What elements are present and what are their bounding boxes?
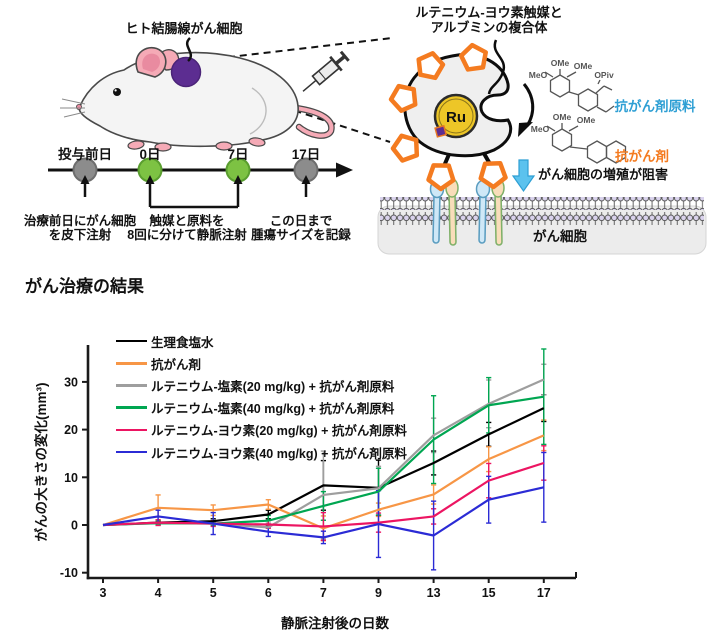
x-tick-label: 6 xyxy=(265,586,272,600)
legend-swatch xyxy=(116,361,147,365)
x-tick-label: 5 xyxy=(210,586,217,600)
inhibition-label: がん細胞の増殖が阻害 xyxy=(538,167,669,182)
ru-inner-ring xyxy=(438,98,474,134)
legend-label: ルテニウム-塩素(40 mg/kg) + 抗がん剤原料 xyxy=(151,402,395,417)
membrane-receptors xyxy=(429,178,505,246)
chem-label-opiv: OPiv xyxy=(594,70,614,80)
tumor-pointer-line xyxy=(185,37,193,62)
title-pointer-curve xyxy=(487,39,506,95)
legend-label: 生理食塩水 xyxy=(151,335,214,350)
series-line-1 xyxy=(102,434,545,530)
chem-label-ome: OMe xyxy=(577,115,596,125)
drug-label: 抗がん剤 xyxy=(615,149,669,164)
chem-label-meo: MeO xyxy=(531,124,550,134)
precursor-structure: MeO OMe OMe OPiv xyxy=(529,58,615,113)
timeline-label-pretreatment: 投与前日 xyxy=(58,147,112,162)
legend-label: ルテニウム-ヨウ素(40 mg/kg) + 抗がん剤原料 xyxy=(151,446,407,461)
legend-swatch xyxy=(116,384,147,387)
experiment-illustration: Ru Me xyxy=(48,37,707,255)
chem-label-ome: OMe xyxy=(553,112,572,122)
chart-legend: 生理食塩水抗がん剤ルテニウム-塩素(20 mg/kg) + 抗がん剤原料ルテニウ… xyxy=(116,330,407,463)
drug-fragment-square xyxy=(434,124,448,138)
timeline-label-day7: 7日 xyxy=(227,147,249,162)
legend-swatch xyxy=(116,428,147,432)
precursor-label: 抗がん剤原料 xyxy=(614,99,696,114)
lipid-bilayer-top xyxy=(380,197,704,210)
mouse-haunch-line xyxy=(249,87,267,135)
ru-symbol: Ru xyxy=(446,109,466,126)
y-tick-label: 10 xyxy=(64,471,78,485)
legend-swatch xyxy=(116,339,147,343)
y-tick-label: 30 xyxy=(64,375,78,389)
legend-swatch xyxy=(116,406,147,409)
tumor-growth-chart: -10 0 10 20 30 3 4 5 6 7 9 13 15 17 xyxy=(60,345,577,600)
mouse-nose xyxy=(76,104,83,111)
x-tick-label: 3 xyxy=(100,586,107,600)
mouse-eye xyxy=(113,88,121,96)
legend-label: ルテニウム-ヨウ素(20 mg/kg) + 抗がん剤原料 xyxy=(151,424,407,439)
x-tick-label: 17 xyxy=(537,586,551,600)
timeline-caption-1: 治療前日にがん細胞 を皮下注射 xyxy=(24,214,136,243)
timeline-up-arrows xyxy=(80,175,311,209)
chart-x-axis-label: 静脈注射後の日数 xyxy=(281,616,389,631)
timeline-arrowhead xyxy=(336,162,353,178)
inhibition-down-arrow xyxy=(511,159,536,193)
y-tick-label: 20 xyxy=(64,423,78,437)
legend-row-3: ルテニウム-塩素(40 mg/kg) + 抗がん剤原料 xyxy=(116,397,407,419)
caption-line: 腫瘍サイズを記録 xyxy=(251,228,351,243)
chart-y-axis-label: がんの大きさの変化(mm³) xyxy=(34,382,49,542)
complex-title-line1: ルテニウム-ヨウ素触媒と xyxy=(415,5,563,20)
series-line-4 xyxy=(102,461,545,528)
legend-swatch xyxy=(116,450,147,454)
timeline-caption-2: 触媒と原料を 8回に分けて静脈注射 xyxy=(127,214,246,243)
mouse-illustration xyxy=(60,37,335,152)
drug-structure: MeO OMe OMe xyxy=(531,112,627,164)
reaction-arrowhead xyxy=(518,122,533,137)
chem-label-meo: MeO xyxy=(529,70,548,80)
y-tick-label: 0 xyxy=(71,519,78,533)
caption-line: この日まで xyxy=(269,214,333,228)
tumor-label: ヒト結腸線がん細胞 xyxy=(125,21,243,36)
x-tick-label: 9 xyxy=(375,586,382,600)
mouse-feet xyxy=(127,137,266,152)
caption-line: 治療前日にがん細胞 xyxy=(23,214,137,228)
timeline-caption-3: この日まで 腫瘍サイズを記録 xyxy=(251,214,351,243)
legend-label: 抗がん剤 xyxy=(151,357,202,372)
ru-circle xyxy=(433,93,479,139)
legend-row-2: ルテニウム-塩素(20 mg/kg) + 抗がん剤原料 xyxy=(116,374,407,396)
cancer-cell-diagram xyxy=(377,178,707,255)
tumor-circle xyxy=(170,56,202,88)
chem-label-ome: OMe xyxy=(574,61,593,71)
complex-title-line2: アルブミンの複合体 xyxy=(430,19,548,35)
caption-line: 8回に分けて静脈注射 xyxy=(127,228,247,243)
legend-label: ルテニウム-塩素(20 mg/kg) + 抗がん剤原料 xyxy=(151,379,395,394)
mouse-eye-highlight xyxy=(114,89,117,92)
reaction-arrow xyxy=(522,83,535,127)
mouse-whiskers xyxy=(60,98,86,118)
x-tick-label: 7 xyxy=(320,586,327,600)
legend-row-1: 抗がん剤 xyxy=(116,352,407,374)
legend-row-4: ルテニウム-ヨウ素(20 mg/kg) + 抗がん剤原料 xyxy=(116,419,407,441)
series-line-5 xyxy=(102,486,545,539)
lipid-bilayer-bottom xyxy=(380,212,704,225)
x-tick-label: 15 xyxy=(482,586,496,600)
x-tick-label: 4 xyxy=(155,586,162,600)
mouse-inner-ear xyxy=(142,53,160,72)
caption-line: を皮下注射 xyxy=(48,228,112,243)
syringe-icon xyxy=(302,50,350,92)
cell-label: がん細胞 xyxy=(533,229,587,244)
legend-row-0: 生理食塩水 xyxy=(116,330,407,352)
albumin-ru-complex: Ru xyxy=(387,39,535,189)
x-tick-label: 13 xyxy=(427,586,441,600)
experiment-timeline xyxy=(48,157,353,209)
chem-label-ome: OMe xyxy=(551,58,570,68)
legend-row-5: ルテニウム-ヨウ素(40 mg/kg) + 抗がん剤原料 xyxy=(116,441,407,463)
y-tick-label: -10 xyxy=(60,566,78,580)
complex-title: ルテニウム-ヨウ素触媒と アルブミンの複合体 xyxy=(415,5,563,36)
timeline-label-day17: 17日 xyxy=(291,147,321,162)
caption-line: 触媒と原料を xyxy=(149,214,225,228)
section-title: がん治療の結果 xyxy=(25,277,144,296)
timeline-label-day0: 0日 xyxy=(139,147,161,162)
